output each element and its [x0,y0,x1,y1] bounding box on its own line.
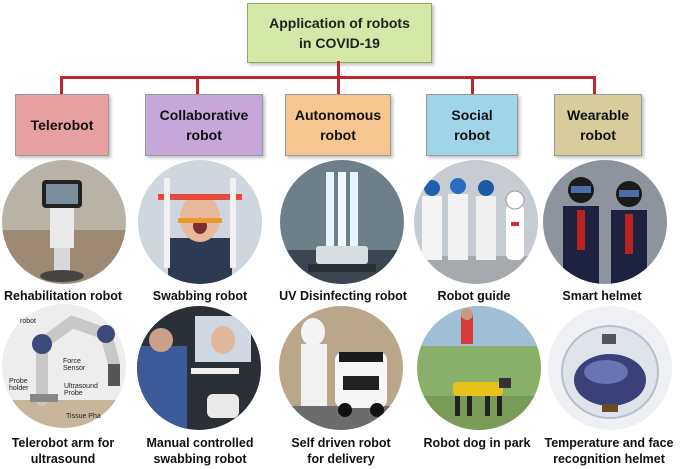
telerobot-arm-ultrasound-photo [2,304,126,428]
uv-disinfecting-robot-photo [280,160,404,284]
caption-smart-helmet: Smart helmet [562,289,642,303]
label-robot: robot [20,318,36,325]
uv-disinfecting-robot-image [280,160,404,284]
face-recognition-helmet-photo [548,306,672,430]
caption-swabbing-robot: Swabbing robot [152,289,248,303]
label-force-sensor: Force Sensor [63,358,86,372]
connector-autonomous [337,76,340,94]
rehabilitation-robot-image [2,160,126,284]
manual-swabbing-robot-image [137,306,261,430]
category-wearable-robot: Wearable robot [554,94,642,156]
caption-robot-guide: Robot guide [437,289,511,303]
category-telerobot: Telerobot [15,94,109,156]
robot-guide-image [414,160,538,284]
label-ultrasound-probe: Ultrasound Probe [64,383,98,397]
connector-trunk [337,61,340,78]
smart-helmet-image [543,160,667,284]
root-node: Application of robots in COVID-19 [247,3,432,63]
label-probe-holder: Probe holder [9,378,29,392]
face-recognition-helmet-image [548,306,672,430]
category-social-robot: Social robot [426,94,518,156]
connector-telerobot [60,76,63,94]
connector-social [471,76,474,94]
robot-guide-photo [414,160,538,284]
caption-face-recognition-helmet: Temperature and face recognition helmet [544,436,674,466]
robot-dog-photo [417,306,541,430]
connector-wearable [593,76,596,94]
caption-rehabilitation-robot: Rehabilitation robot [3,289,123,303]
delivery-robot-image [279,306,403,430]
swabbing-robot-photo [138,160,262,284]
robot-dog-image [417,306,541,430]
category-collaborative-robot: Collaborative robot [145,94,263,156]
label-tissue-phantom: Tissue Pha [66,413,101,420]
smart-helmet-photo [543,160,667,284]
caption-telerobot-arm-ultrasound: Telerobot arm for ultrasound [11,436,115,466]
caption-self-driven-delivery-robot: Self driven robot for delivery [291,436,391,466]
telerobot-arm-ultrasound-image [2,304,126,428]
caption-uv-disinfecting-robot: UV Disinfecting robot [279,289,407,303]
swabbing-robot-image [138,160,262,284]
connector-collaborative [196,76,199,94]
connector-bar [60,76,595,79]
category-autonomous-robot: Autonomous robot [285,94,391,156]
caption-manual-swabbing-robot: Manual controlled swabbing robot [146,436,254,466]
delivery-robot-photo [279,306,403,430]
manual-swabbing-robot-photo [137,306,261,430]
rehabilitation-robot-photo [2,160,126,284]
caption-robot-dog: Robot dog in park [423,436,531,450]
